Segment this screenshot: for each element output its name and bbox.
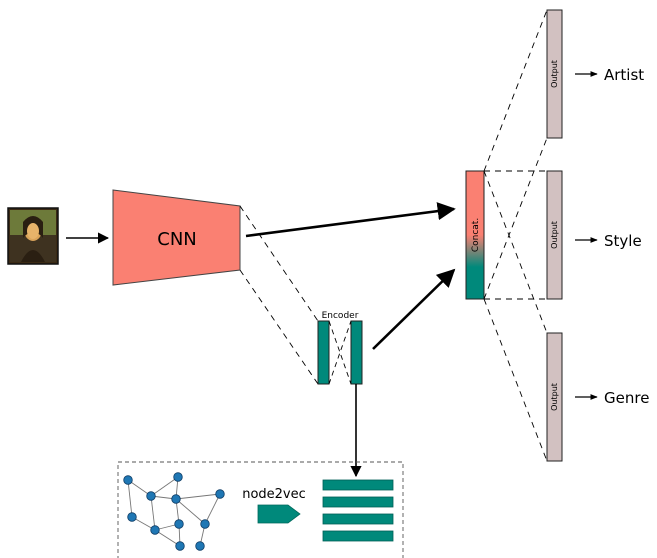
node-embeddings — [322, 479, 394, 542]
knowledge-graph-panel — [117, 461, 404, 558]
encoder-dash-2 — [328, 320, 352, 385]
knowledge-graph-icon — [123, 472, 225, 551]
encoder-label: Encoder — [322, 311, 359, 321]
pentagon-arrow-icon — [257, 504, 301, 524]
encoder-dash-1 — [328, 320, 352, 385]
output-block-genre: Output — [546, 332, 563, 462]
dashed-fan-lines — [483, 9, 548, 462]
arrow-encoder-to-concat — [372, 268, 456, 350]
output-block-label: Output — [550, 383, 559, 411]
painting-icon — [7, 207, 59, 265]
node2vec-label: node2vec — [242, 487, 306, 502]
concat-block — [465, 170, 485, 300]
output-block-label: Output — [550, 221, 559, 249]
cnn-label: CNN — [157, 229, 197, 250]
output-block-artist: Output — [546, 9, 563, 139]
encoder-bar-left — [317, 320, 330, 385]
concat-label: Concat. — [471, 218, 481, 252]
output-block-label: Output — [550, 60, 559, 88]
dashed-cnn-encoder-top — [239, 205, 319, 322]
output-block-style: Output — [546, 170, 563, 300]
dashed-cnn-encoder-bottom — [239, 269, 319, 385]
output-label-artist: Artist — [604, 66, 644, 84]
encoder-bar-right — [350, 320, 363, 385]
output-label-style: Style — [604, 232, 642, 250]
output-label-genre: Genre — [604, 389, 649, 407]
arrow-cnn-to-concat — [245, 202, 456, 238]
